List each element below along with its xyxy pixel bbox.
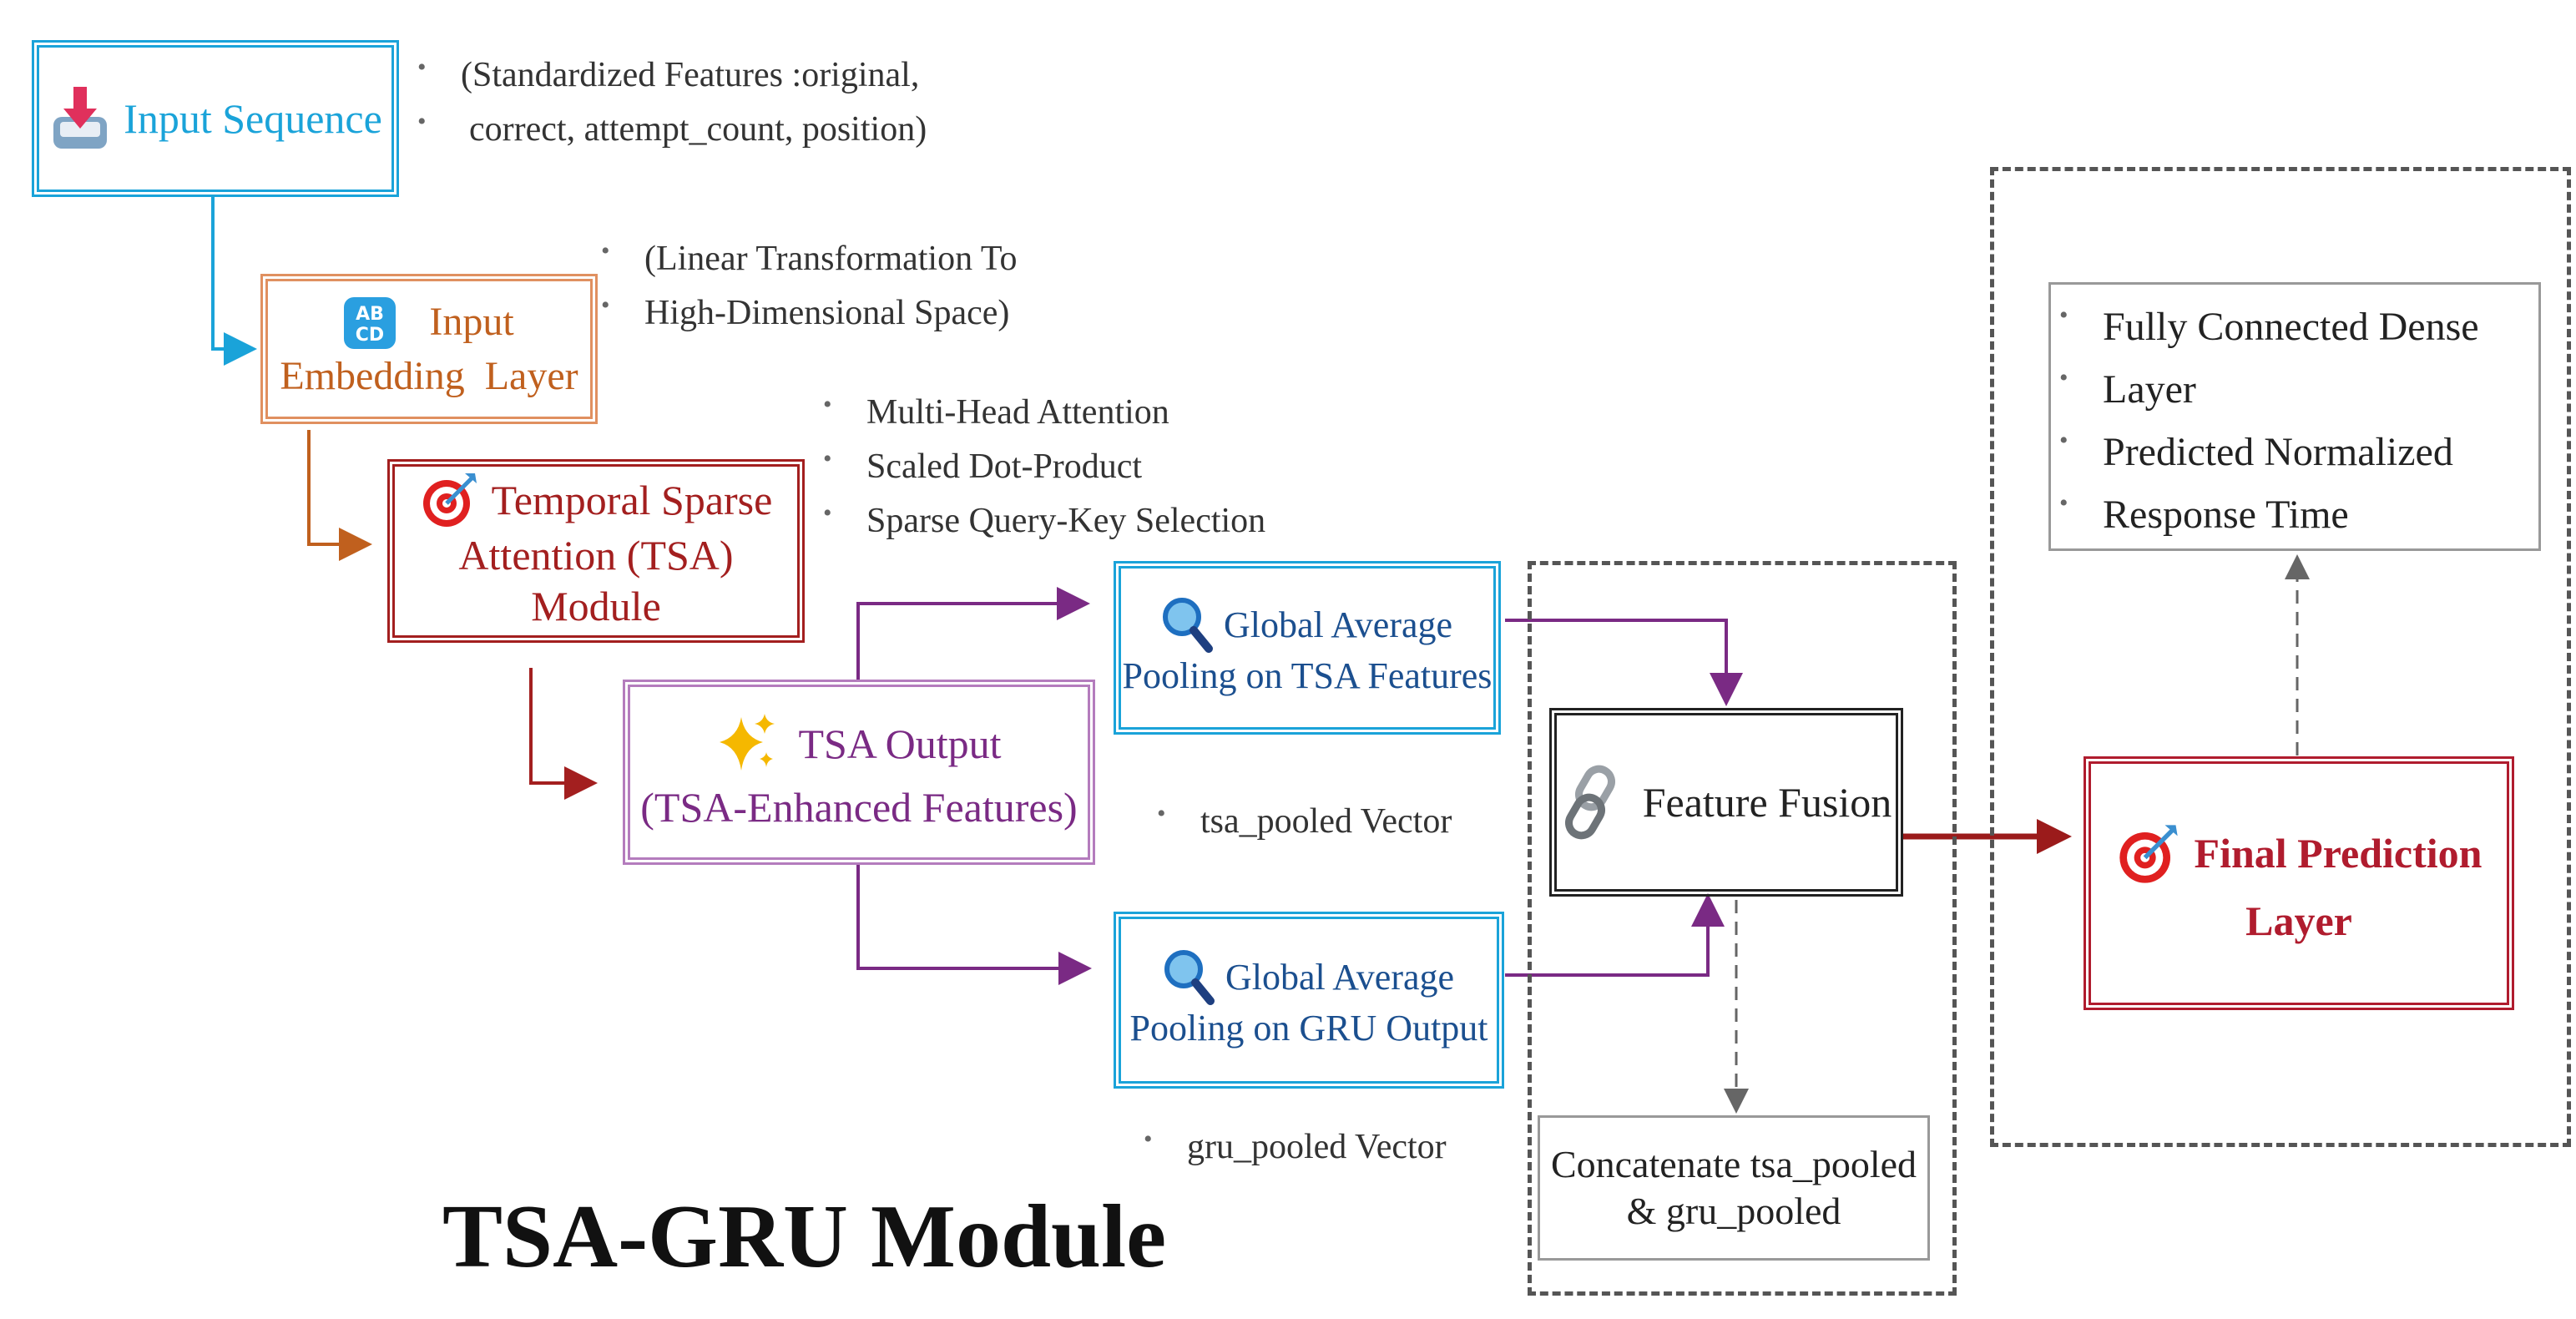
feature-fusion-label: Feature Fusion bbox=[1642, 778, 1892, 826]
gru-pooled-note: gru_pooled Vector bbox=[1144, 1120, 1447, 1175]
arrow-gap-gru-to-fusion bbox=[1505, 893, 1725, 977]
magnifier-icon bbox=[1162, 598, 1213, 654]
input-embedding-node: AB CD Input Embedding Layer bbox=[260, 274, 598, 424]
note-line: Response Time bbox=[2059, 484, 2530, 547]
target-icon bbox=[2119, 824, 2178, 883]
fusion-group-outline bbox=[1528, 561, 1957, 1296]
arrow-output-to-gap-tsa bbox=[856, 587, 1090, 680]
input-sequence-note: (Standardized Features :original, correc… bbox=[417, 48, 927, 157]
input-embedding-line1: Input bbox=[429, 300, 514, 345]
chain-link-icon bbox=[1564, 765, 1615, 840]
note-line: correct, attempt_count, position) bbox=[417, 103, 927, 157]
gap-gru-node: Global Average Pooling on GRU Output bbox=[1114, 912, 1504, 1089]
note-line: High-Dimensional Space) bbox=[601, 286, 1018, 341]
arrow-output-to-gap-gru bbox=[856, 862, 1092, 985]
arrow-input-to-embedding bbox=[211, 196, 257, 366]
note-line: Scaled Dot-Product bbox=[823, 440, 1265, 494]
final-prediction-line1: Final Prediction bbox=[2194, 830, 2483, 877]
input-embedding-line2: Embedding Layer bbox=[280, 353, 578, 398]
tsa-module-line2: Attention (TSA) Module bbox=[458, 532, 734, 629]
note-line: gru_pooled Vector bbox=[1144, 1120, 1447, 1175]
svg-text:AB: AB bbox=[356, 304, 384, 325]
final-prediction-line2: Layer bbox=[2245, 897, 2352, 944]
tsa-output-line2: (TSA-Enhanced Features) bbox=[640, 783, 1078, 831]
concatenate-line2: & gru_pooled bbox=[1626, 1190, 1841, 1232]
tsa-module-node: Temporal Sparse Attention (TSA) Module bbox=[387, 459, 805, 643]
magnifier-icon bbox=[1164, 950, 1215, 1006]
tsa-module-line1: Temporal Sparse bbox=[491, 476, 773, 523]
note-line: (Standardized Features :original, bbox=[417, 48, 927, 103]
note-line: Sparse Query-Key Selection bbox=[823, 494, 1265, 548]
tsa-output-node: TSA Output (TSA-Enhanced Features) bbox=[623, 680, 1095, 865]
dense-layer-note: Fully Connected Dense Layer Predicted No… bbox=[2048, 282, 2541, 551]
note-line: Layer bbox=[2059, 359, 2530, 422]
concatenate-node: Concatenate tsa_pooled & gru_pooled bbox=[1538, 1115, 1930, 1261]
arrow-tsa-to-output bbox=[529, 668, 598, 800]
gap-tsa-line2: Pooling on TSA Features bbox=[1122, 655, 1493, 697]
note-line: Predicted Normalized bbox=[2059, 422, 2530, 484]
tsa-pooled-note: tsa_pooled Vector bbox=[1157, 795, 1452, 849]
prediction-group-outline bbox=[1990, 167, 2571, 1147]
note-line: Multi-Head Attention bbox=[823, 386, 1265, 440]
tsa-note: Multi-Head Attention Scaled Dot-Product … bbox=[823, 386, 1265, 548]
concatenate-line1: Concatenate tsa_pooled bbox=[1550, 1142, 1917, 1185]
input-sequence-label: Input Sequence bbox=[124, 94, 382, 142]
tsa-output-line1: TSA Output bbox=[798, 720, 1002, 767]
gap-gru-line2: Pooling on GRU Output bbox=[1129, 1008, 1488, 1049]
target-icon bbox=[422, 473, 477, 527]
final-prediction-node: Final Prediction Layer bbox=[2084, 756, 2514, 1010]
arrow-gap-tsa-to-fusion bbox=[1505, 619, 1743, 706]
svg-text:CD: CD bbox=[356, 325, 384, 346]
download-tray-icon bbox=[53, 87, 108, 149]
note-line: (Linear Transformation To bbox=[601, 232, 1018, 286]
gap-tsa-line1: Global Average bbox=[1223, 604, 1453, 646]
sparkles-icon bbox=[720, 713, 775, 771]
input-sequence-node: Input Sequence bbox=[32, 40, 399, 197]
note-line: tsa_pooled Vector bbox=[1157, 795, 1452, 849]
note-line: Fully Connected Dense bbox=[2059, 296, 2530, 359]
feature-fusion-node: Feature Fusion bbox=[1549, 708, 1903, 897]
gap-tsa-node: Global Average Pooling on TSA Features bbox=[1114, 561, 1501, 735]
abcd-letters-icon: AB CD bbox=[344, 296, 397, 349]
arrow-embedding-to-tsa bbox=[307, 430, 372, 561]
gap-gru-line1: Global Average bbox=[1225, 957, 1455, 998]
embedding-note: (Linear Transformation To High-Dimension… bbox=[601, 232, 1018, 341]
diagram-title: TSA-GRU Module bbox=[442, 1187, 1167, 1286]
